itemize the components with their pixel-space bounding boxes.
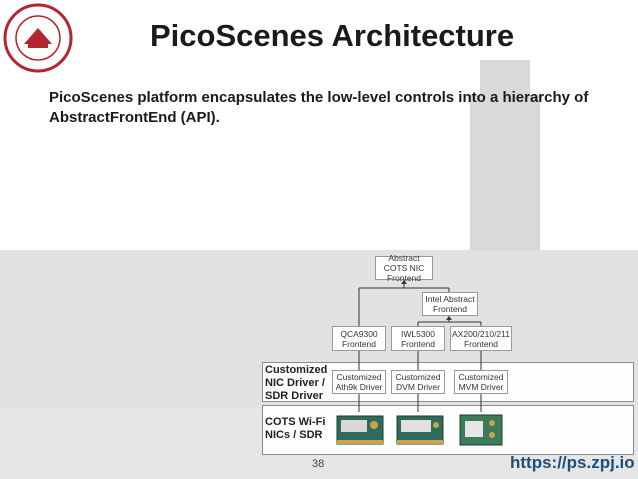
page-number: 38 (312, 458, 325, 470)
node-ath9k-driver: Customized Ath9k Driver (332, 370, 386, 394)
node-ax200-frontend: AX200/210/211 Frontend (450, 326, 512, 351)
node-dvm-driver: Customized DVM Driver (391, 370, 445, 394)
hardware-layer-label: COTS Wi-Fi NICs / SDR (265, 416, 326, 441)
iwl5300-nic-card (396, 415, 444, 445)
node-label: Abstract COTS NIC Frontend (383, 253, 425, 283)
node-abstract-cots-nic-frontend: Abstract COTS NIC Frontend (375, 253, 433, 283)
node-intel-abstract-frontend: Intel Abstract Frontend (422, 292, 478, 316)
background-tower-top (480, 60, 530, 100)
driver-layer-label: Customized NIC Driver / SDR Driver (265, 364, 328, 402)
node-label: Intel Abstract Frontend (425, 294, 475, 314)
node-label: AX200/210/211 Frontend (452, 328, 510, 349)
node-iwl5300-frontend: IWL5300 Frontend (391, 326, 445, 351)
hardware-layer-panel (262, 405, 634, 455)
ax200-nic-card (459, 414, 503, 446)
slide-subtitle: PicoScenes platform encapsulates the low… (49, 89, 589, 126)
qca9300-nic-card (336, 415, 384, 445)
node-mvm-driver: Customized MVM Driver (454, 370, 508, 394)
node-label: Customized MVM Driver (458, 372, 504, 392)
project-url[interactable]: https://ps.zpj.io (510, 453, 635, 472)
node-label: Customized Ath9k Driver (335, 372, 383, 392)
node-qca9300-frontend: QCA9300 Frontend (332, 326, 386, 351)
university-logo (3, 3, 73, 73)
slide-title: PicoScenes Architecture (150, 18, 515, 53)
node-label: Customized DVM Driver (395, 372, 441, 392)
node-label: IWL5300 Frontend (400, 328, 436, 349)
node-label: QCA9300 Frontend (340, 328, 378, 349)
driver-layer-panel (262, 362, 634, 402)
